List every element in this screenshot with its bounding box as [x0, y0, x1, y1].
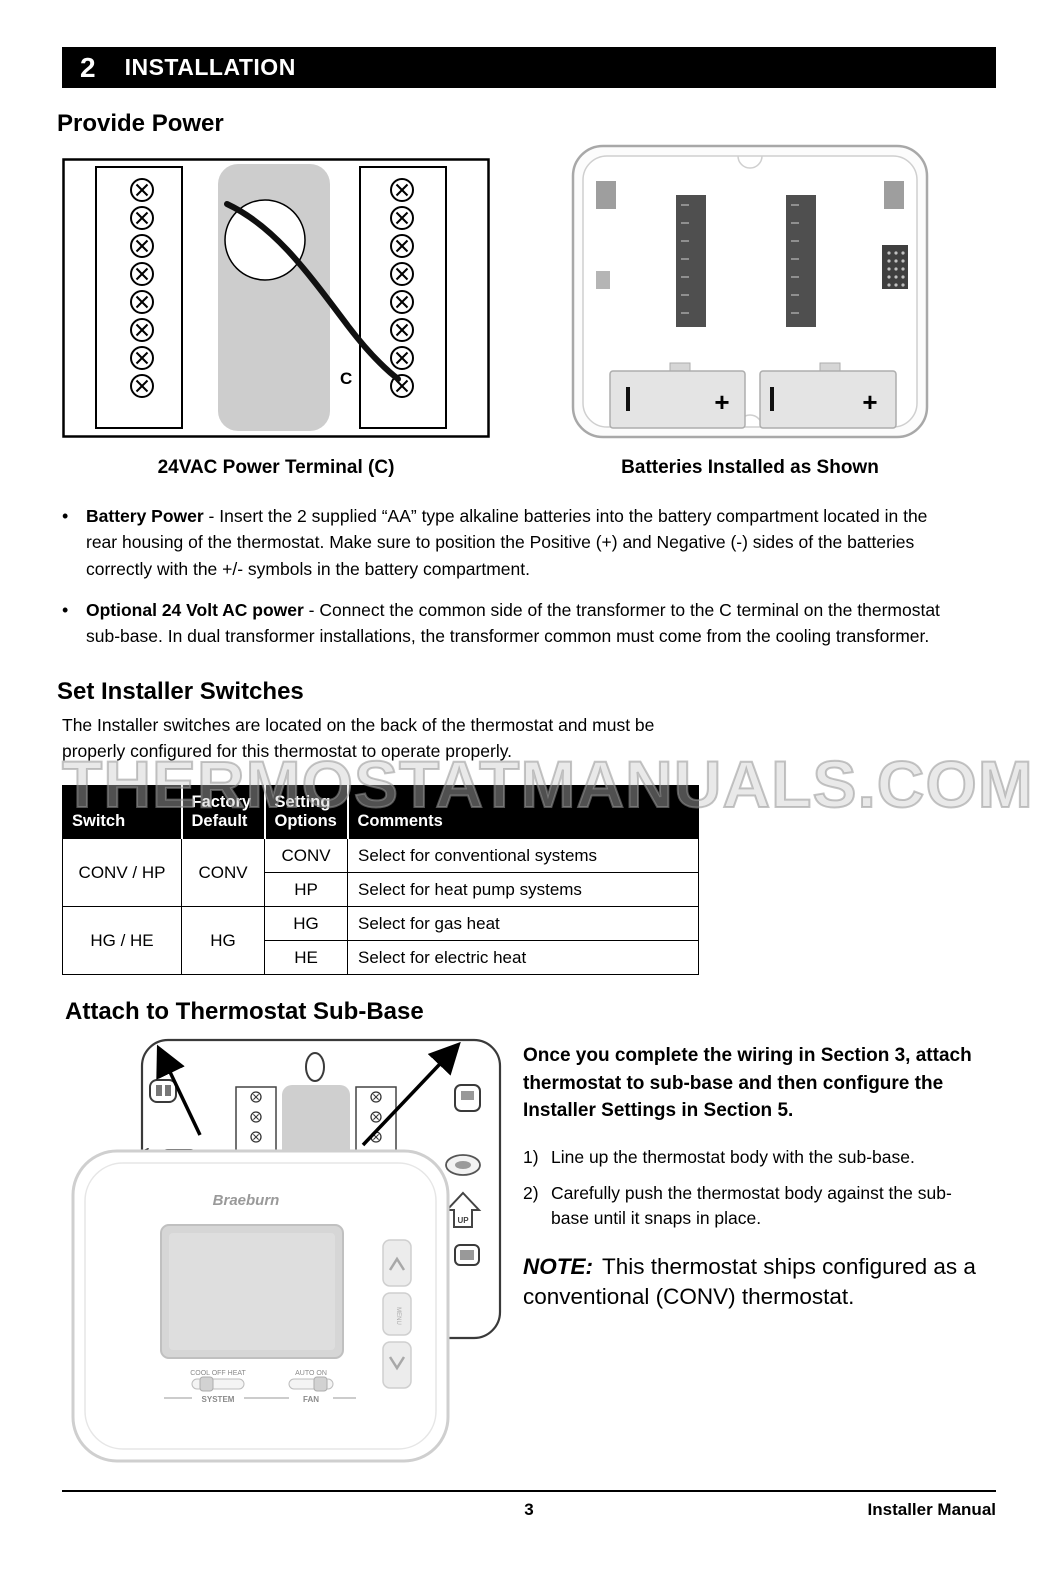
attach-intro: Once you complete the wiring in Section …: [523, 1045, 972, 1122]
option-cell: HE: [264, 940, 348, 975]
power-terminal-figure: C: [62, 158, 490, 443]
up-label: UP: [457, 1216, 469, 1225]
section-header-bar: 2 INSTALLATION: [62, 47, 996, 88]
attach-step-1: 1) Line up the thermostat body with the …: [523, 1146, 915, 1167]
alignment-arrow-right: [361, 1041, 461, 1147]
bullet-text: Optional 24 Volt AC power - Connect the …: [86, 599, 940, 646]
bullet-text: Battery Power - Insert the 2 supplied “A…: [86, 506, 928, 579]
battery-minus-mark-left: [626, 387, 630, 411]
battery-minus-mark-right: [770, 387, 774, 411]
chevron-down-icon: [388, 1356, 406, 1371]
comment-cell: Select for electric heat: [347, 940, 699, 975]
battery-plus-right: +: [862, 387, 877, 417]
battery-figure: + +: [570, 143, 930, 445]
note: NOTE:This thermostat ships configured as…: [523, 1252, 989, 1313]
attach-step-2: 2) Carefully push the thermostat body ag…: [523, 1183, 952, 1229]
power-figure-caption: 24VAC Power Terminal (C): [157, 457, 395, 478]
fan-label: FAN: [303, 1395, 319, 1404]
attach-figure: UP Braeburn MENU COOL OFF: [68, 1035, 508, 1470]
note-label: NOTE:: [523, 1253, 593, 1279]
c-terminal-label: C: [340, 369, 352, 388]
wire-entry-circle: [224, 199, 306, 281]
switch-cell: HG / HE: [62, 906, 182, 975]
comment-cell: Select for conventional systems: [347, 838, 699, 873]
page-number: 3: [524, 1500, 534, 1519]
battery-slot-left: [609, 370, 746, 429]
option-cell: HG: [264, 906, 348, 941]
chevron-up-icon: [388, 1256, 406, 1271]
provide-power-heading: Provide Power: [57, 110, 224, 137]
switch-cell: CONV / HP: [62, 838, 182, 907]
attach-text-column: Once you complete the wiring in Section …: [523, 1042, 989, 1335]
menu-button: [382, 1292, 412, 1336]
mounting-clip-top: [454, 1084, 481, 1112]
section-title: INSTALLATION: [124, 54, 296, 80]
power-terminal-illustration: C: [62, 158, 490, 438]
option-cell: HP: [264, 872, 348, 907]
comment-cell: Select for heat pump systems: [347, 872, 699, 907]
footer-label: Installer Manual: [867, 1500, 996, 1519]
table-row: HG / HE HG HG Select for gas heat: [62, 906, 699, 975]
battery-illustration: + +: [571, 144, 929, 439]
attach-heading: Attach to Thermostat Sub-Base: [65, 998, 424, 1025]
col-header-comments: Comments: [346, 785, 699, 839]
system-label: SYSTEM: [202, 1395, 235, 1404]
installer-switches-heading: Set Installer Switches: [57, 678, 304, 705]
menu-label: MENU: [395, 1307, 401, 1325]
default-cell: HG: [181, 906, 265, 975]
col-header-setting-options: Setting Options: [263, 785, 348, 839]
common-wire: [224, 201, 401, 382]
ac-power-bullet: • Optional 24 Volt AC power - Connect th…: [62, 597, 946, 650]
battery-slot-right: [759, 370, 897, 429]
battery-figure-caption: Batteries Installed as Shown: [621, 457, 879, 478]
option-cell: CONV: [264, 838, 348, 873]
brand-logo: Braeburn: [213, 1192, 280, 1209]
battery-power-bullet: • Battery Power - Insert the 2 supplied …: [62, 503, 946, 582]
power-bullet-list: • Battery Power - Insert the 2 supplied …: [62, 503, 946, 664]
note-text: This thermostat ships configured as a co…: [523, 1253, 976, 1310]
switch-block-right: [786, 195, 816, 327]
battery-plus-left: +: [714, 387, 729, 417]
section-number: 2: [80, 51, 97, 83]
system-modes-label: COOL OFF HEAT: [190, 1370, 246, 1377]
col-header-switch: Switch: [62, 785, 182, 839]
table-row: HE Select for electric heat: [63, 940, 699, 975]
table-row: CONV / HP CONV CONV Select for conventio…: [62, 838, 699, 907]
installer-switches-intro: The Installer switches are located on th…: [62, 715, 655, 762]
default-cell: CONV: [181, 838, 265, 907]
bullet-icon: •: [62, 506, 69, 526]
attach-illustration: UP Braeburn MENU COOL OFF: [71, 1038, 502, 1463]
installer-switches-table: Switch Factory Default Setting Options C…: [62, 785, 699, 975]
down-button: [382, 1341, 412, 1389]
thermostat-body: Braeburn MENU COOL OFF HEAT SYSTEM AUTO …: [71, 1149, 450, 1463]
up-button: [382, 1239, 412, 1287]
switch-block-left: [676, 195, 706, 327]
col-header-factory-default: Factory Default: [180, 785, 265, 839]
footer-rule: [62, 1490, 996, 1492]
alignment-arrow-left: [156, 1044, 202, 1136]
mounting-clip-bottom: [454, 1244, 480, 1266]
comment-cell: Select for gas heat: [347, 906, 699, 941]
fan-modes-label: AUTO ON: [295, 1370, 327, 1377]
bullet-icon: •: [62, 599, 69, 620]
